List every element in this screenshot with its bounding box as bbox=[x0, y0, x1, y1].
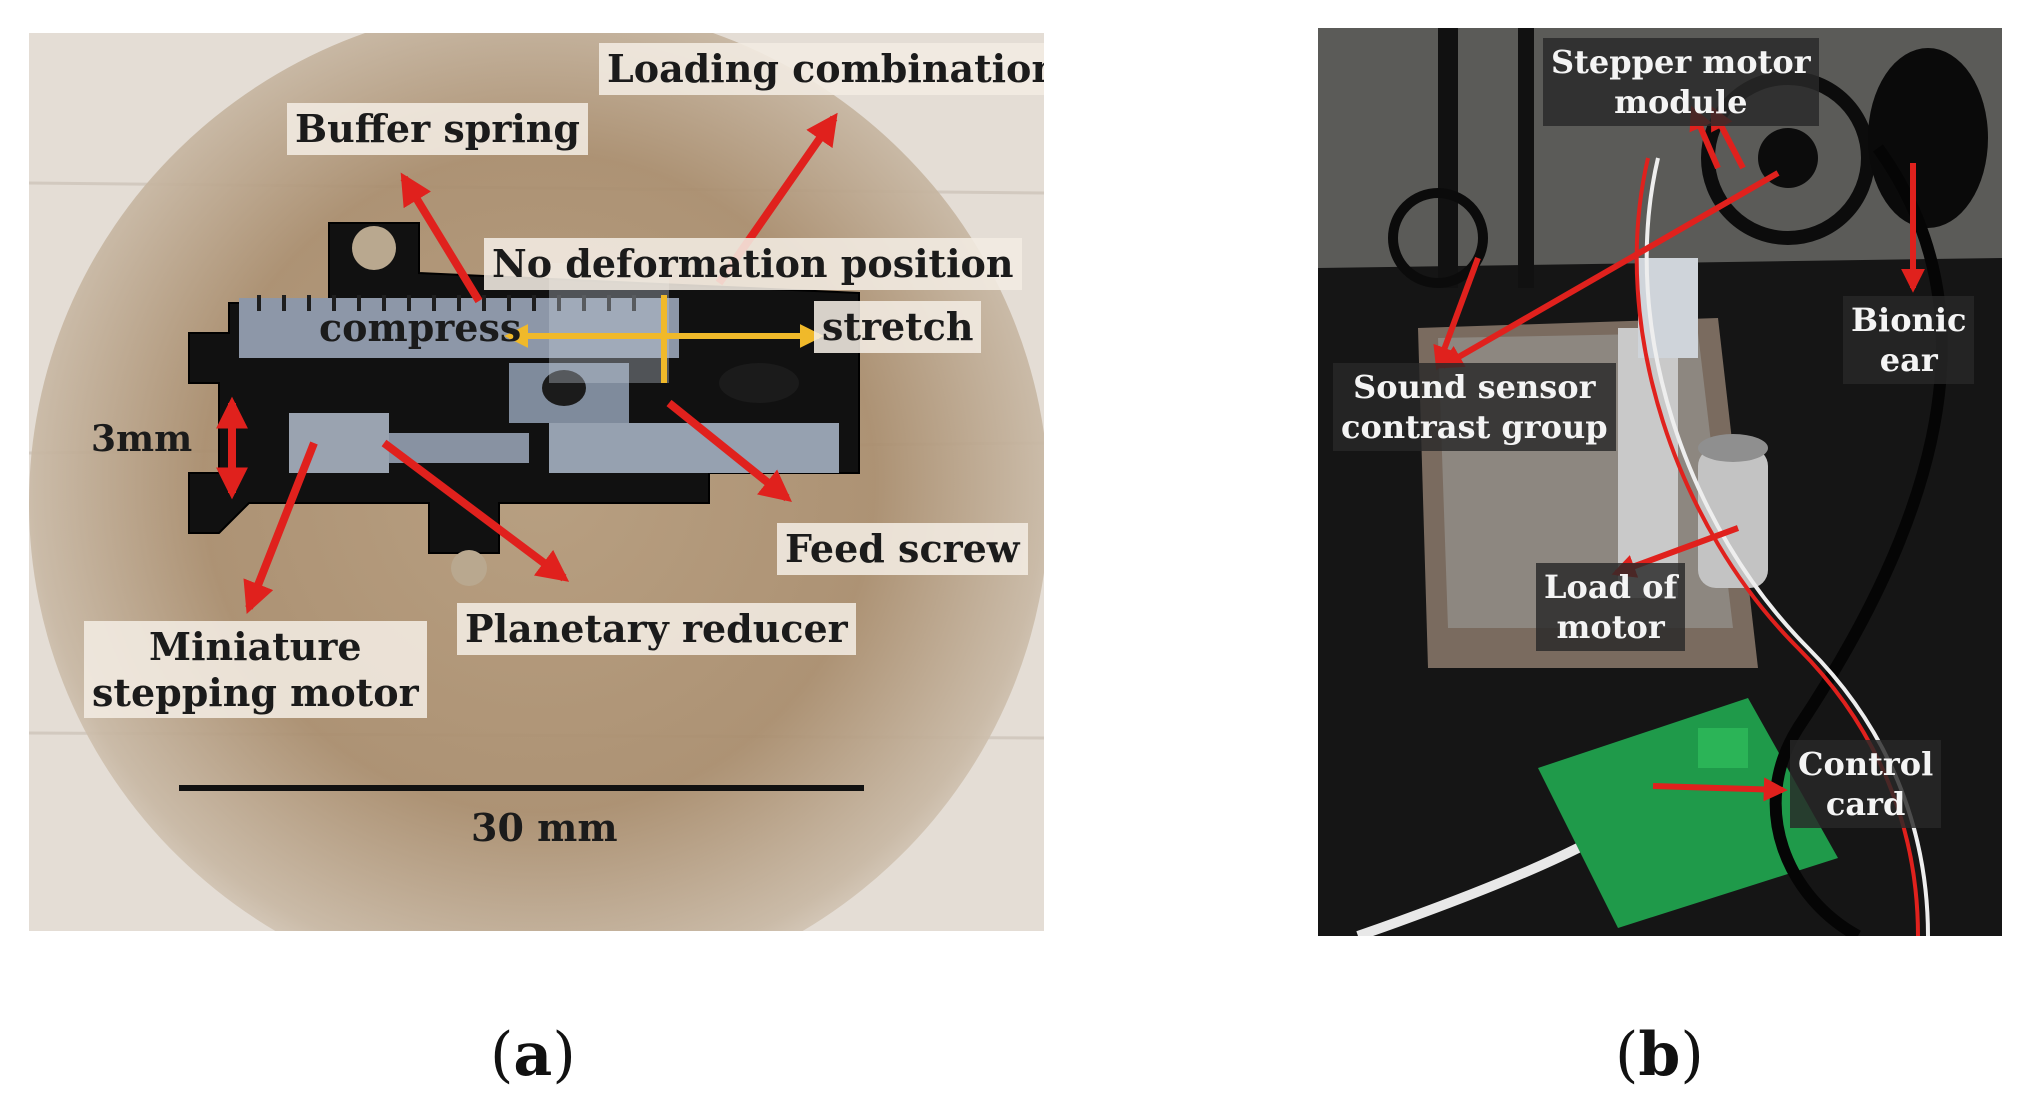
label-load-line1: Load of bbox=[1544, 568, 1678, 606]
label-stepper-line2: module bbox=[1614, 83, 1748, 121]
label-stretch: stretch bbox=[814, 301, 982, 353]
label-feed-screw: Feed screw bbox=[777, 523, 1028, 575]
label-stepper-line1: Stepper motor bbox=[1551, 43, 1811, 81]
label-planetary-reducer: Planetary reducer bbox=[457, 603, 856, 655]
label-no-deformation-position: No deformation position bbox=[484, 238, 1022, 290]
label-bionic-line1: Bionic bbox=[1851, 301, 1967, 339]
label-loading-combination: Loading combination bbox=[599, 43, 1044, 95]
label-sound-line2: contrast group bbox=[1341, 408, 1608, 446]
label-miniature-line1: Miniature bbox=[149, 624, 362, 669]
label-load-line2: motor bbox=[1556, 608, 1665, 646]
caption-a: (a) bbox=[490, 1020, 576, 1090]
label-sound-line1: Sound sensor bbox=[1353, 368, 1596, 406]
label-control-line1: Control bbox=[1798, 745, 1934, 783]
caption-b: (b) bbox=[1615, 1020, 1704, 1090]
label-sound-sensor-contrast-group: Sound sensor contrast group bbox=[1333, 363, 1616, 451]
label-load-of-motor: Load of motor bbox=[1536, 563, 1686, 651]
label-buffer-spring: Buffer spring bbox=[287, 103, 588, 155]
caption-a-letter: a bbox=[513, 1020, 553, 1090]
label-bionic-line2: ear bbox=[1879, 341, 1938, 379]
label-3mm: 3mm bbox=[91, 418, 193, 460]
caption-b-letter: b bbox=[1638, 1020, 1681, 1090]
label-miniature-line2: stepping motor bbox=[92, 669, 419, 715]
label-compress: compress bbox=[319, 305, 522, 350]
label-miniature-stepping-motor: Miniature stepping motor bbox=[84, 621, 427, 719]
actuator-photo-illustration bbox=[29, 33, 1044, 931]
photo-panel-a: Loading combination Buffer spring No def… bbox=[29, 33, 1044, 931]
label-30mm: 30 mm bbox=[471, 805, 618, 850]
label-control-card: Control card bbox=[1790, 740, 1942, 828]
photo-panel-b: Stepper motor module Bionic ear Sound se… bbox=[1318, 28, 2002, 936]
label-bionic-ear: Bionic ear bbox=[1843, 296, 1975, 384]
label-stepper-motor-module: Stepper motor module bbox=[1543, 38, 1819, 126]
label-control-line2: card bbox=[1825, 785, 1906, 823]
